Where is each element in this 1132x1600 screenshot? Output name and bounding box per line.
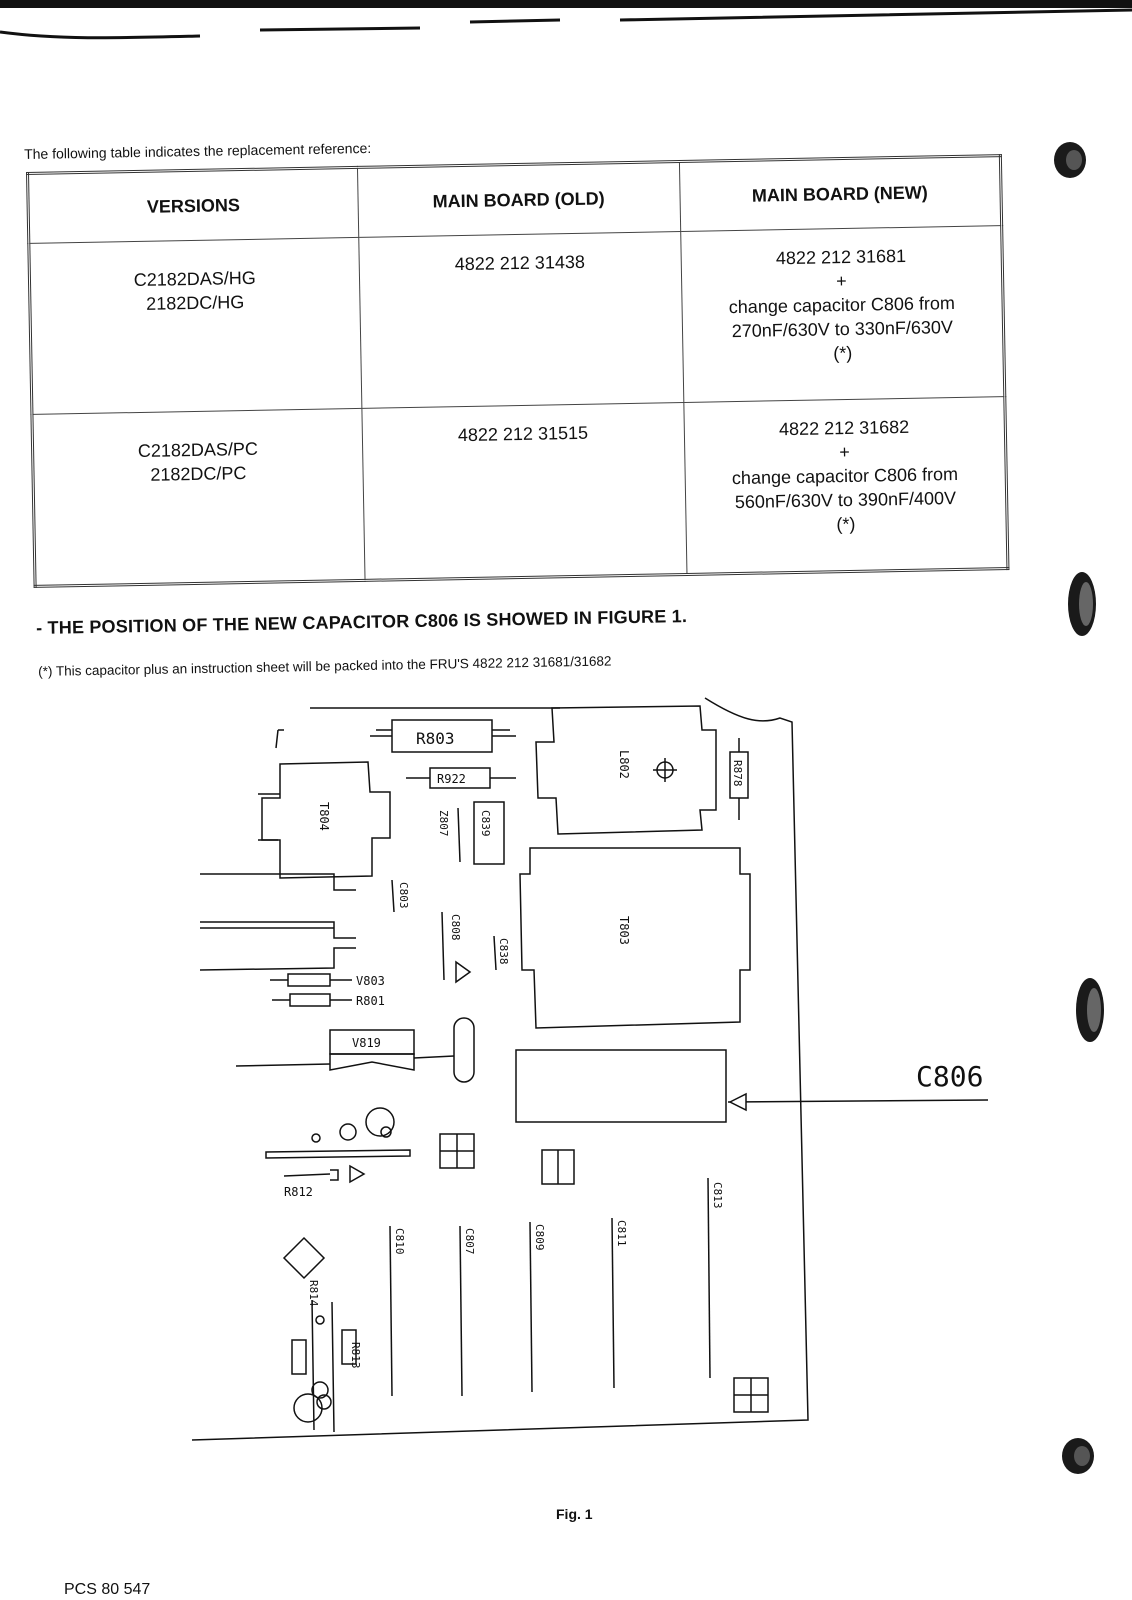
capacitor-c808: C808 (441, 911, 472, 984)
footnote-mark: (*) (833, 342, 853, 364)
label-c806: C806 (916, 1060, 983, 1093)
section-heading: - THE POSITION OF THE NEW CAPACITOR C806… (36, 606, 688, 638)
label-c839: C839 (479, 810, 492, 837)
cell-old-board: 4822 212 31438 (358, 231, 684, 409)
version-line: 2182DC/HG (146, 292, 245, 314)
version-line: 2182DC/PC (150, 463, 247, 485)
footnote-text: (*) This capacitor plus an instruction s… (38, 653, 612, 679)
resistor-r801: R801 (272, 993, 385, 1008)
pcb-layout-figure: R803 R922 L802 R878 T804 Z807 C839 T803 (191, 697, 989, 1441)
replacement-table-wrapper: VERSIONS MAIN BOARD (OLD) MAIN BOARD (NE… (26, 154, 1023, 588)
label-v819: V819 (352, 1036, 381, 1050)
figure-caption: Fig. 1 (556, 1506, 593, 1522)
label-v803: V803 (356, 974, 385, 988)
heatsink-lines (199, 873, 356, 971)
transistor-v819: V819 (235, 1017, 475, 1083)
transformer-t804: T804 (258, 761, 391, 879)
header-versions: VERSIONS (27, 167, 359, 244)
cell-new-board: 4822 212 31681 + change capacitor C806 f… (680, 225, 1005, 403)
punch-hole-icon (1068, 572, 1096, 636)
document-code: PCS 80 547 (64, 1581, 151, 1598)
coil-l802: L802 (535, 705, 717, 835)
label-r922: R922 (437, 772, 466, 786)
table-row: C2182DAS/HG 2182DC/HG 4822 212 31438 482… (28, 225, 1005, 415)
cell-old-board: 4822 212 31515 (361, 402, 687, 581)
connector-squares (439, 1133, 769, 1413)
label-z807: Z807 (437, 810, 450, 837)
capacitor-c807: C807 (459, 1225, 476, 1397)
punch-hole-icon (1062, 1438, 1094, 1474)
label-c813: C813 (711, 1182, 724, 1209)
label-c808: C808 (449, 914, 462, 941)
capacitor-c839: C839 (473, 801, 505, 865)
table-row: C2182DAS/PC 2182DC/PC 4822 212 31515 482… (31, 396, 1008, 587)
resistor-r803: R803 (370, 719, 516, 753)
board-outline (191, 697, 809, 1441)
label-c807: C807 (463, 1228, 476, 1255)
label-c809: C809 (533, 1224, 546, 1251)
resistor-r922: R922 (406, 767, 516, 789)
label-l802: L802 (617, 750, 631, 779)
header-new-board: MAIN BOARD (NEW) (678, 155, 1002, 232)
component-cluster-r813: R814 R813 (282, 1236, 362, 1433)
component-cluster-r812: R812 (265, 1107, 411, 1199)
label-r878: R878 (731, 760, 744, 787)
label-r803: R803 (416, 729, 455, 748)
intro-text: The following table indicates the replac… (24, 139, 372, 162)
label-c810: C810 (393, 1228, 406, 1255)
transformer-t803: T803 (519, 847, 751, 1029)
footnote-mark: (*) (836, 513, 856, 535)
capacitor-c838: C838 (493, 935, 510, 971)
punch-hole-icon (1076, 978, 1104, 1042)
old-board-number: 4822 212 31515 (457, 422, 589, 446)
resistor-r878: R878 (729, 738, 749, 820)
label-t803: T803 (617, 916, 631, 945)
cell-versions: C2182DAS/HG 2182DC/HG (28, 237, 362, 415)
capacitor-c809: C809 (529, 1221, 546, 1393)
cell-new-board: 4822 212 31682 + change capacitor C806 f… (683, 396, 1008, 575)
replacement-table: VERSIONS MAIN BOARD (OLD) MAIN BOARD (NE… (26, 154, 1010, 588)
cell-versions: C2182DAS/PC 2182DC/PC (31, 408, 365, 587)
label-c838: C838 (497, 938, 510, 965)
capacitor-c810: C810 (389, 1225, 406, 1397)
zener-z807: Z807 (437, 807, 461, 863)
capacitor-c806: C806 (515, 1049, 989, 1123)
punch-hole-icon (1054, 142, 1086, 178)
board-corner-mark (275, 729, 284, 749)
label-r801: R801 (356, 994, 385, 1008)
label-r813: R813 (349, 1342, 362, 1369)
header-old-board: MAIN BOARD (OLD) (357, 161, 681, 238)
diode-v803: V803 (270, 973, 385, 988)
label-c803: C803 (397, 882, 410, 909)
label-c811: C811 (615, 1220, 628, 1247)
capacitor-c803: C803 (391, 879, 410, 913)
old-board-number: 4822 212 31438 (454, 251, 586, 275)
top-scan-edge (0, 0, 1132, 40)
capacitor-c811: C811 (611, 1217, 628, 1389)
label-r814: R814 (307, 1280, 320, 1307)
label-r812: R812 (284, 1185, 313, 1199)
label-t804: T804 (317, 802, 331, 831)
capacitor-c813: C813 (707, 1177, 724, 1379)
